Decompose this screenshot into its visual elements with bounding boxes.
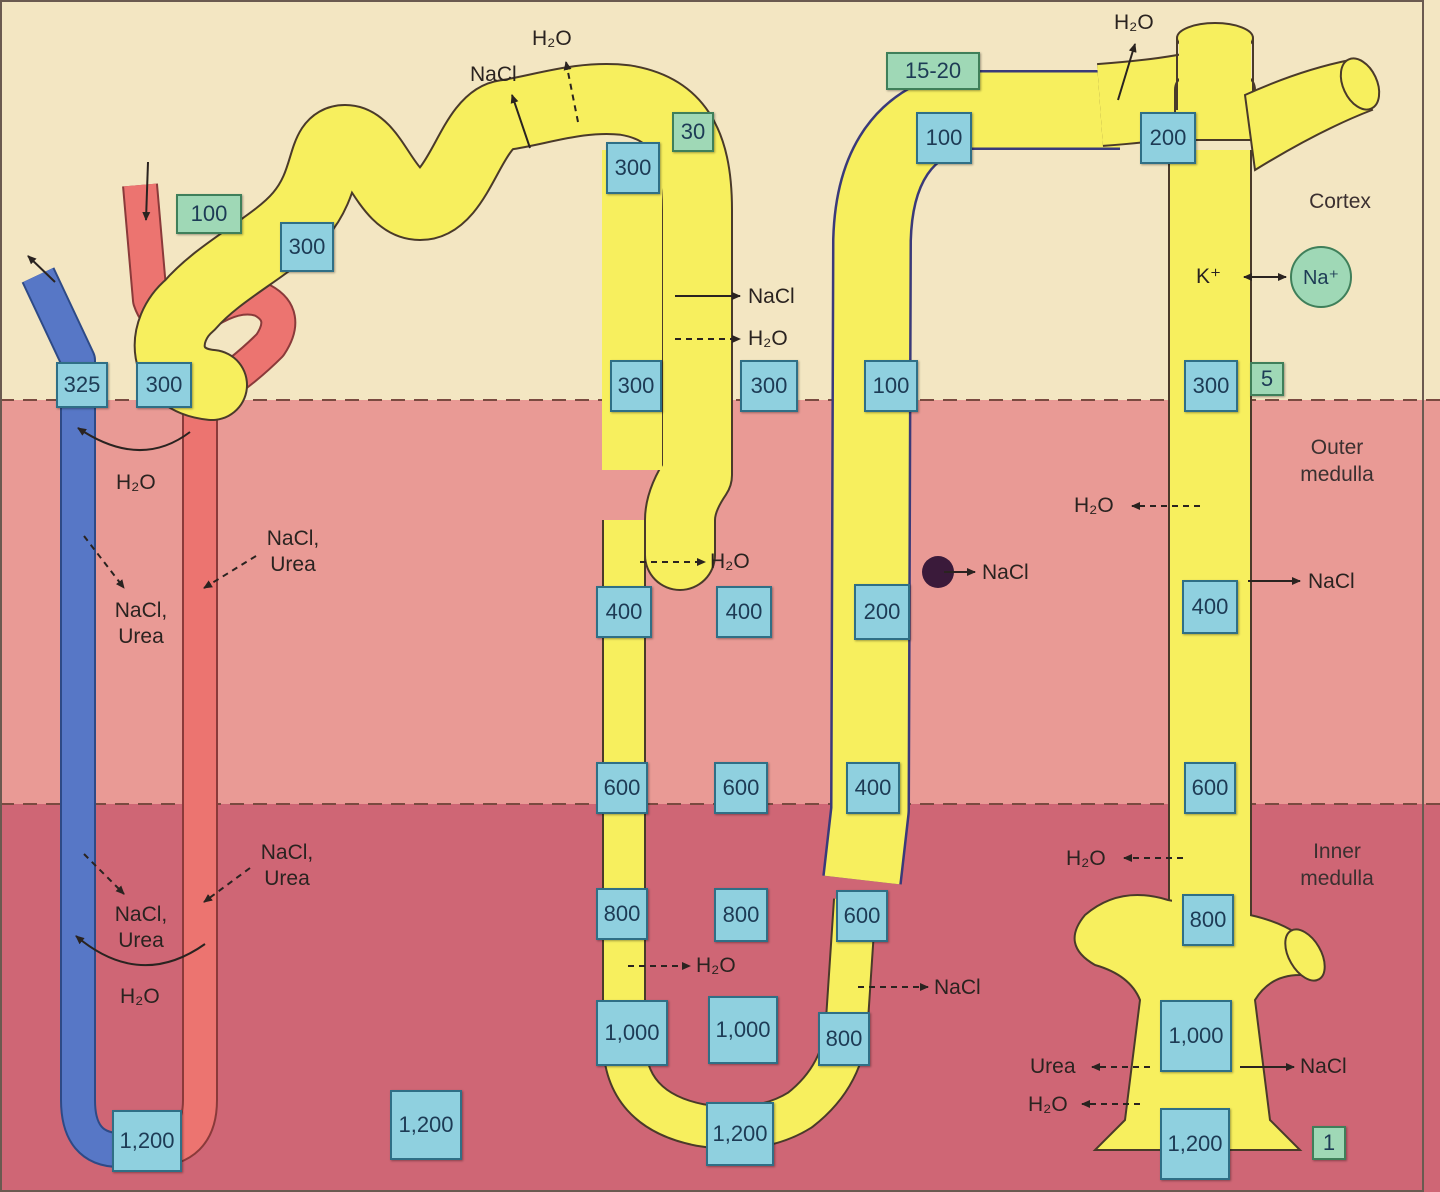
osmolality-box: 1,000 <box>1160 1000 1232 1072</box>
osmolality-box: 600 <box>1184 762 1236 814</box>
transport-label: NaCl <box>1300 1055 1347 1078</box>
transport-label: NaCl <box>1308 570 1355 593</box>
osmolality-box: 300 <box>740 360 798 412</box>
transport-label: NaCl <box>748 285 795 308</box>
transport-label: NaCl, Urea <box>114 903 168 952</box>
osmolality-box: 300 <box>610 360 662 412</box>
transport-label: NaCl, Urea <box>260 841 314 890</box>
osmolality-box: 600 <box>596 762 648 814</box>
transport-label: NaCl <box>470 63 517 86</box>
transport-label: H₂O <box>1028 1093 1068 1116</box>
osmolality-box: 300 <box>136 362 192 408</box>
osmolality-box: 600 <box>836 890 888 942</box>
transport-label: H₂O <box>120 985 160 1008</box>
transport-label: H₂O <box>748 327 788 350</box>
transport-arrows <box>75 43 1301 1108</box>
osmolality-box: 400 <box>596 586 652 638</box>
transport-label: H₂O <box>1074 494 1114 517</box>
transport-label: H₂O <box>696 954 736 977</box>
cortex-label: Cortex <box>1309 190 1371 213</box>
transport-label: Urea <box>1030 1055 1076 1078</box>
potassium-label: K⁺ <box>1196 265 1222 288</box>
outer-medulla-label: Outer medulla <box>1300 436 1374 486</box>
osmolality-box: 1,200 <box>112 1110 182 1172</box>
transport-label: NaCl <box>982 561 1029 584</box>
transport-label: H₂O <box>710 550 750 573</box>
osmolality-box: 1,200 <box>706 1102 774 1166</box>
osmolality-box: 100 <box>916 112 972 164</box>
inner-medulla-label: Inner medulla <box>1300 840 1374 890</box>
osmolality-box: 200 <box>1140 112 1196 164</box>
osmolality-box: 200 <box>854 584 910 640</box>
sodium-ion-bubble: Na⁺ <box>1290 246 1352 308</box>
osmolality-box: 400 <box>716 586 772 638</box>
transport-label: NaCl <box>934 976 981 999</box>
osmolality-box: 100 <box>864 360 918 412</box>
transport-label: NaCl, Urea <box>114 599 168 648</box>
osmolality-box: 300 <box>606 142 660 194</box>
osmolality-box: 300 <box>1184 360 1238 412</box>
osmolality-box: 1,200 <box>390 1090 462 1160</box>
osmolality-box: 400 <box>846 762 900 814</box>
osmolality-box: 800 <box>714 888 768 942</box>
osmolality-box: 325 <box>56 362 108 408</box>
transport-label: H₂O <box>1066 847 1106 870</box>
osmolality-box: 800 <box>596 888 648 940</box>
transport-label: H₂O <box>1114 11 1154 34</box>
osmolality-box: 600 <box>714 762 768 814</box>
flow-box: 1 <box>1312 1126 1346 1160</box>
osmolality-box: 800 <box>1182 894 1234 946</box>
transport-label: H₂O <box>116 471 156 494</box>
osmolality-box: 1,000 <box>596 1000 668 1066</box>
flow-box: 30 <box>672 112 714 152</box>
flow-box: 100 <box>176 194 242 234</box>
osmolality-box: 1,200 <box>1160 1108 1230 1180</box>
osmolality-box: 800 <box>818 1012 870 1066</box>
flow-box: 15-20 <box>886 52 980 90</box>
transport-label: H₂O <box>532 27 572 50</box>
transport-label: NaCl, Urea <box>266 527 320 576</box>
osmolality-box: 1,000 <box>708 996 778 1064</box>
flow-box: 5 <box>1250 362 1284 396</box>
osmolality-box: 400 <box>1182 580 1238 634</box>
osmolality-box: 300 <box>280 222 334 272</box>
